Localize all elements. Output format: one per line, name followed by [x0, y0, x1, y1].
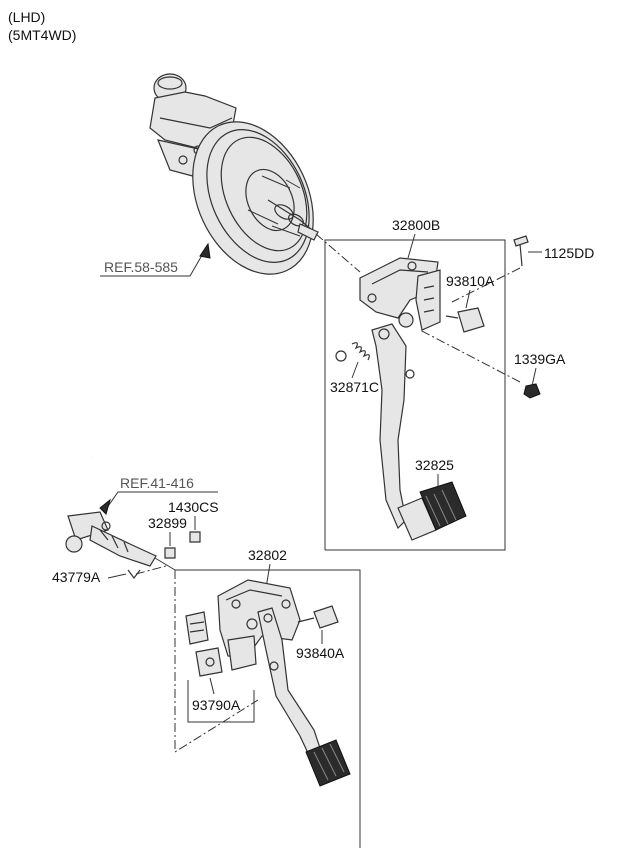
brake-pedal-bracket [359, 257, 441, 331]
clutch-box-link [154, 557, 176, 571]
clutch-pedal-box-dash [174, 570, 259, 753]
label-32871c: 32871C [330, 379, 379, 395]
label-32899: 32899 [148, 515, 187, 531]
leader-32871c [351, 361, 359, 379]
ref-clutch-arrowhead [99, 498, 111, 515]
brake-booster-assembly [149, 73, 319, 275]
clip-centerline [135, 565, 167, 575]
ref-label-clutch: REF.41-416 [120, 475, 194, 491]
leader-32800b [407, 233, 416, 259]
clutch-master-cylinder [65, 448, 157, 567]
clip-43779a [127, 569, 141, 579]
pin-1430cs [189, 531, 201, 543]
leader-93790a [209, 677, 215, 695]
label-32800b: 32800B [392, 217, 440, 233]
label-93810a: 93810A [446, 273, 495, 289]
return-spring [335, 342, 370, 362]
stop-lamp-switch-lower [313, 605, 339, 629]
header-5mt4wd: (5MT4WD) [8, 27, 76, 43]
clutch-pedal-pad [305, 739, 351, 787]
label-93790a: 93790A [192, 697, 241, 713]
leader-1339ga [531, 367, 537, 387]
bolt-centerline [451, 267, 521, 303]
nut-centerline [419, 329, 521, 383]
pushrod-centerline [315, 233, 361, 273]
leader-93810a [465, 289, 471, 309]
bolt-1125dd [513, 235, 529, 267]
stop-lamp-switch-upper [457, 307, 485, 333]
label-32802: 32802 [248, 547, 287, 563]
ref-brake-arrowhead [199, 242, 211, 259]
brake-pedal-box [324, 239, 506, 551]
sensor-bracket-line [187, 680, 255, 723]
label-1125dd: 1125DD [544, 245, 594, 261]
ref-brake-leader [100, 249, 206, 277]
switch-plunger [445, 315, 459, 319]
ref-label-brake: REF.58-585 [104, 259, 178, 275]
label-1339ga: 1339GA [514, 351, 566, 367]
label-43779a: 43779A [52, 569, 101, 585]
nut-1339ga [523, 383, 541, 399]
switch-lower-plunger [297, 617, 315, 623]
label-1430cs: 1430CS [168, 499, 219, 515]
label-32825: 32825 [415, 457, 454, 473]
clutch-pedal-bracket [217, 579, 301, 671]
pivot-bushing [398, 312, 414, 328]
brake-pedal-pad [397, 481, 467, 541]
header-lhd: (LHD) [8, 9, 45, 25]
leader-43779a [107, 573, 127, 579]
clutch-sensor-93790a [185, 611, 223, 677]
label-93840a: 93840A [296, 645, 345, 661]
brake-pedal-arm [371, 323, 415, 530]
clutch-pedal-box-right [175, 569, 361, 848]
bushing-32899 [164, 547, 176, 559]
